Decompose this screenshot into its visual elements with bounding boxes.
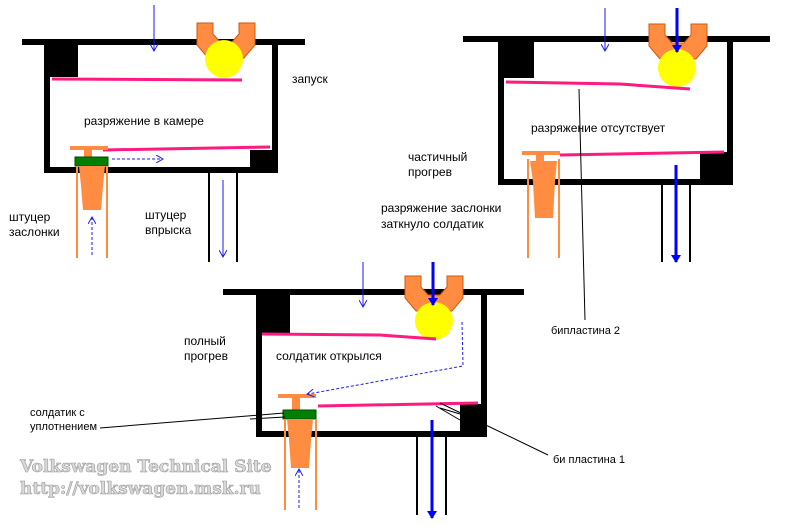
soldatik-seal bbox=[74, 156, 109, 167]
soldatik-stem bbox=[536, 155, 544, 161]
watermark-line-1: Volkswagen Technical Site bbox=[19, 457, 272, 477]
chamber-top-wall bbox=[463, 36, 770, 42]
soldatik-leader-2 bbox=[249, 416, 286, 420]
label-bi-plastina-1: би пластина 1 bbox=[553, 454, 625, 466]
label-soldatik-s-1: солдатик с bbox=[30, 407, 85, 419]
chamber-bottom-wall bbox=[44, 167, 278, 173]
bi-plastina-1-leader-1 bbox=[439, 402, 549, 456]
label-shtucer-zaslonki-2: заслонки bbox=[9, 225, 60, 239]
biplate-lower bbox=[317, 401, 479, 408]
label-polny-2: прогрев bbox=[184, 349, 228, 363]
right-block bbox=[250, 150, 272, 170]
diagram-full-warmup: полный прогрев солдатик открылся солдати… bbox=[30, 262, 625, 519]
label-zapusk: запуск bbox=[292, 72, 329, 86]
chamber-bottom-wall bbox=[498, 179, 733, 185]
biplastina-2-leader bbox=[578, 88, 586, 321]
ball bbox=[205, 40, 243, 78]
ball bbox=[415, 302, 453, 340]
label-shtucer-zaslonki-1: штуцер bbox=[9, 210, 51, 224]
soldatik-cap bbox=[522, 151, 560, 155]
diagram-partial-warmup: разряжение отсутствует частичный прогрев… bbox=[381, 8, 770, 337]
soldatik-stem bbox=[84, 150, 92, 158]
label-soldatik-otkrylsya: солдатик открылся bbox=[276, 349, 382, 363]
chamber-left-wall bbox=[498, 36, 504, 185]
chamber-right-wall bbox=[481, 289, 487, 437]
soldatik-body bbox=[530, 161, 557, 218]
biplate-upper bbox=[51, 77, 243, 82]
label-razrezhenie-v-kamere: разряжение в камере bbox=[84, 114, 204, 128]
biplate-upper bbox=[505, 80, 691, 91]
diagram-start: запуск разряжение в камере штуцер заслон… bbox=[9, 5, 329, 262]
label-polny-1: полный bbox=[184, 334, 226, 348]
chamber-top-wall bbox=[22, 39, 305, 45]
ball-valve-seat bbox=[648, 23, 708, 60]
chamber-left-wall bbox=[256, 289, 262, 437]
soldatik-cap bbox=[278, 394, 316, 398]
chamber-bottom-wall bbox=[256, 431, 487, 437]
ball-valve-seat bbox=[404, 275, 464, 312]
watermark-line-2: http://volkswagen.msk.ru bbox=[20, 479, 261, 499]
label-soldatik-s-2: уплотнением bbox=[30, 421, 97, 433]
soldatik-body bbox=[287, 419, 313, 468]
chamber-right-wall bbox=[727, 36, 733, 185]
chamber-top-wall bbox=[223, 289, 524, 295]
label-zatknulo-2: заткнуло солдатик bbox=[381, 217, 484, 231]
soldatik-stem bbox=[292, 398, 300, 412]
left-block bbox=[50, 45, 78, 77]
left-block bbox=[504, 42, 534, 78]
soldatik-seal bbox=[282, 409, 317, 420]
ball bbox=[658, 49, 696, 87]
bi-plastina-1-leader-3 bbox=[439, 407, 461, 415]
label-chastichny-1: частичный bbox=[408, 150, 467, 164]
label-razrezhenie-otsutstvuet: разряжение отсутствует bbox=[531, 121, 666, 135]
chamber-left-wall bbox=[44, 39, 50, 173]
label-shtucer-vpryska-2: впрыска bbox=[145, 223, 192, 237]
label-zatknulo-1: разряжение заслонки bbox=[381, 201, 501, 215]
soldatik-cap bbox=[70, 146, 108, 150]
biplate-lower bbox=[102, 145, 271, 152]
chamber-right-wall bbox=[272, 39, 278, 173]
label-shtucer-vpryska-1: штуцер bbox=[145, 208, 187, 222]
soldatik-leader-1 bbox=[99, 412, 285, 429]
biplate-lower bbox=[559, 150, 725, 157]
right-block bbox=[700, 152, 727, 179]
label-chastichny-2: прогрев bbox=[408, 165, 452, 179]
biplate-upper bbox=[261, 332, 437, 341]
label-biplastina-2: биплaстина 2 bbox=[551, 325, 620, 337]
left-block bbox=[262, 295, 290, 333]
soldatik-body bbox=[79, 166, 105, 210]
